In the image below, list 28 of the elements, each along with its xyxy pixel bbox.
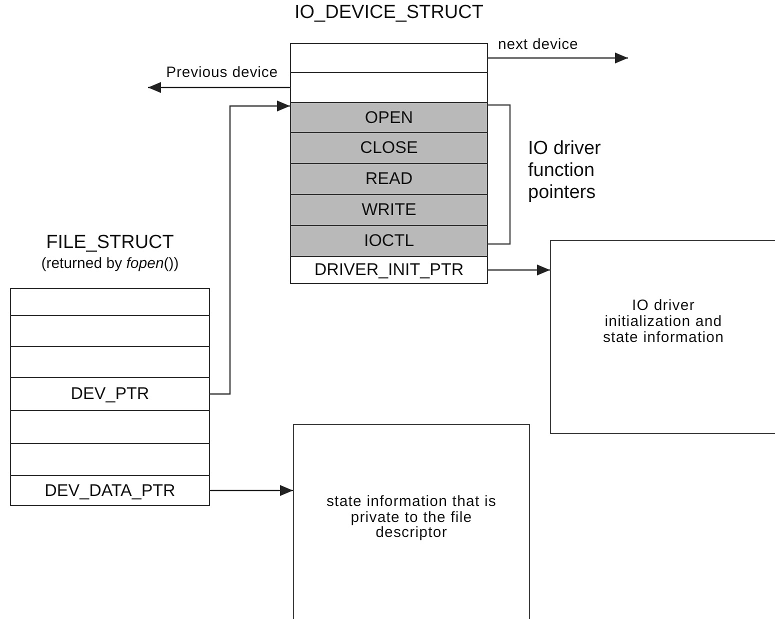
struct-subtitle: (returned by fopen())	[40, 255, 180, 273]
arrow	[488, 52, 628, 64]
empty-struct-field	[10, 315, 210, 347]
struct-field: CLOSE	[290, 132, 488, 164]
struct-field: DEV_PTR	[10, 377, 210, 411]
struct-title: IO_DEVICE_STRUCT	[294, 2, 484, 24]
edge-label: Previous device	[166, 64, 278, 81]
struct-field: IOCTL	[290, 225, 488, 257]
struct-title: FILE_STRUCT	[45, 232, 175, 254]
empty-struct-field	[10, 346, 210, 378]
bracket-label: IO driver function pointers	[528, 138, 602, 204]
arrow	[488, 264, 550, 276]
struct-field: DRIVER_INIT_PTR	[290, 256, 488, 284]
empty-struct-field	[10, 443, 210, 476]
empty-struct-field	[290, 72, 488, 103]
struct-field: OPEN	[290, 102, 488, 133]
empty-struct-field	[10, 288, 210, 316]
empty-struct-field	[10, 410, 210, 444]
edge-label: next device	[498, 36, 578, 53]
arrow	[148, 82, 290, 93]
struct-field: READ	[290, 163, 488, 195]
struct-field: DEV_DATA_PTR	[10, 475, 210, 506]
memory-block: IO driver initialization and state information	[550, 240, 775, 434]
arrow	[210, 100, 290, 395]
empty-struct-field	[290, 43, 488, 73]
memory-block: state information that is private to the file descriptor	[293, 424, 530, 619]
arrow	[210, 485, 293, 496]
struct-field: WRITE	[290, 194, 488, 226]
